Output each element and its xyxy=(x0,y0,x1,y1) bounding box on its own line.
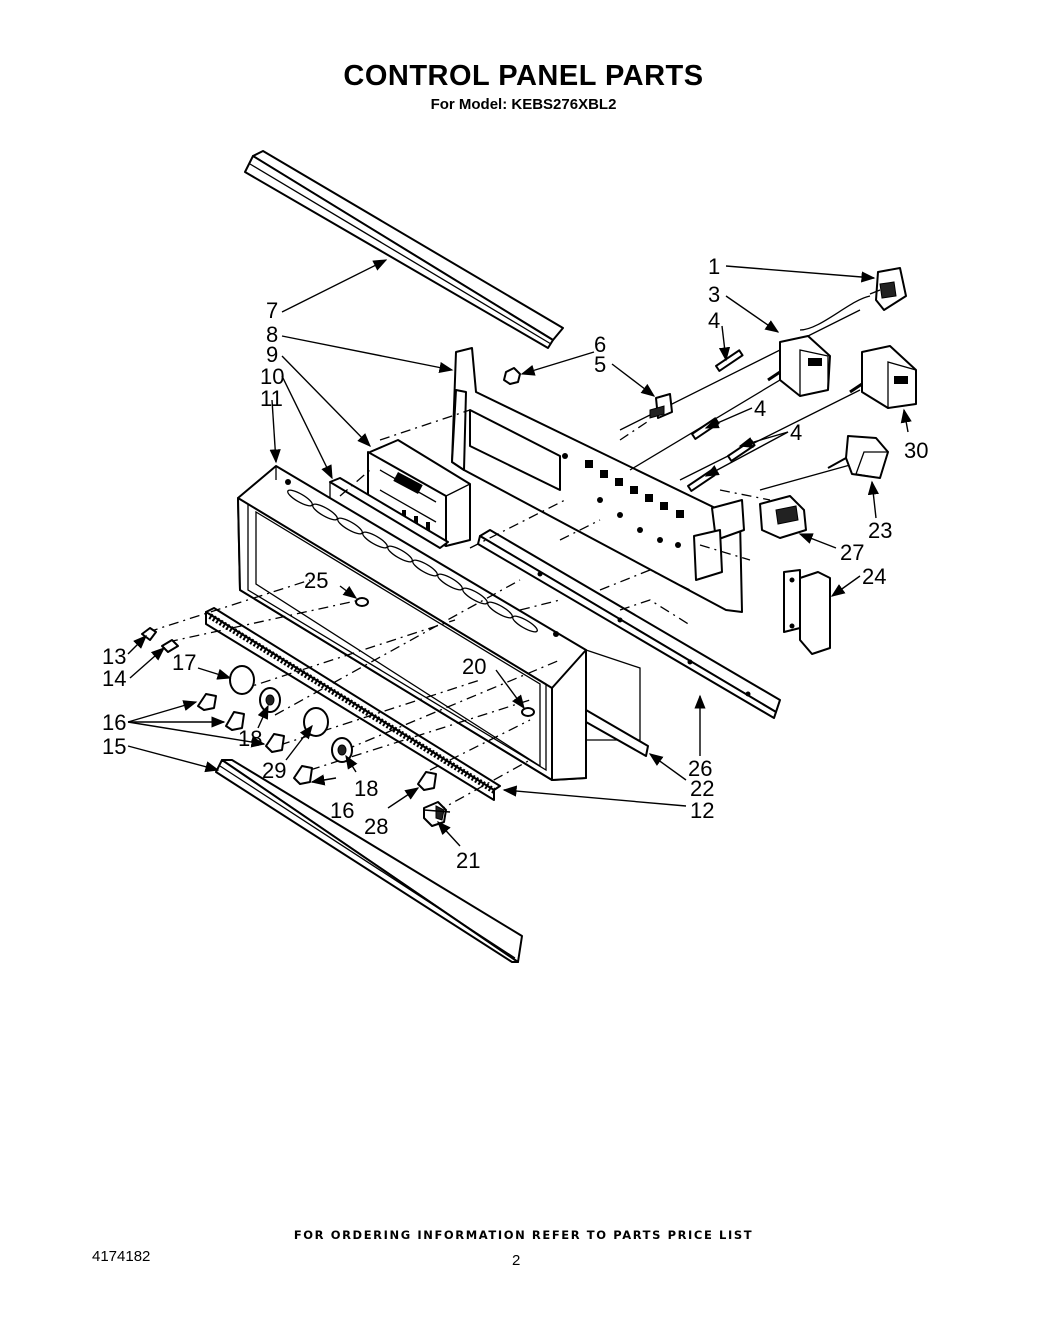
callout-17: 17 xyxy=(172,650,196,675)
leader-lines xyxy=(127,259,912,847)
callout-6: 6 xyxy=(594,332,606,357)
part-30-infinite-switch xyxy=(849,345,917,409)
callout-25: 25 xyxy=(304,568,328,593)
callout-1: 1 xyxy=(708,254,720,279)
callout-9: 9 xyxy=(266,342,278,367)
page-number: 2 xyxy=(512,1252,521,1269)
callout-14: 14 xyxy=(102,666,126,691)
callout-29: 29 xyxy=(262,758,286,783)
part-17-knob-skirt xyxy=(229,665,255,695)
callout-16: 16 xyxy=(330,798,354,823)
callout-7: 7 xyxy=(266,298,278,323)
callout-13: 13 xyxy=(102,644,126,669)
part-28-knob xyxy=(417,771,437,791)
callout-18: 18 xyxy=(238,726,262,751)
callout-12: 12 xyxy=(690,798,714,823)
part-6-nut xyxy=(503,367,521,385)
part-21-end-cap xyxy=(423,801,447,827)
callout-20: 20 xyxy=(462,654,486,679)
callout-4: 4 xyxy=(754,396,766,421)
wiring xyxy=(619,295,871,491)
callout-22: 22 xyxy=(690,776,714,801)
part-27-switch-bracket xyxy=(759,495,807,539)
callout-28: 28 xyxy=(364,814,388,839)
part-23-switch xyxy=(827,435,889,479)
part-7-top-trim xyxy=(244,150,564,349)
part-12-grille xyxy=(205,607,501,801)
callout-26: 26 xyxy=(688,756,712,781)
part-22-lower-channel xyxy=(585,709,649,757)
callout-16: 16 xyxy=(102,710,126,735)
part-25-clip xyxy=(355,597,369,607)
callout-labels: 1 3 4 4 4 5 6 7 8 9 10 11 12 13 14 15 16… xyxy=(102,254,928,873)
callout-27: 27 xyxy=(840,540,864,565)
callout-18: 18 xyxy=(354,776,378,801)
callout-11: 11 xyxy=(260,386,283,411)
part-14-screw xyxy=(161,639,179,653)
part-24-side-bracket xyxy=(783,569,831,655)
callout-10: 10 xyxy=(260,364,284,389)
part-5-terminal-clip xyxy=(649,393,673,419)
callout-3: 3 xyxy=(708,282,720,307)
callout-23: 23 xyxy=(868,518,892,543)
part-15-bottom-trim xyxy=(215,759,523,963)
callout-30: 30 xyxy=(904,438,928,463)
callout-15: 15 xyxy=(102,734,126,759)
ordering-note: FOR ORDERING INFORMATION REFER TO PARTS … xyxy=(293,1228,754,1242)
callout-21: 21 xyxy=(456,848,480,873)
part-13-screw xyxy=(141,627,157,641)
model-subtitle: For Model: KEBS276XBL2 xyxy=(430,96,617,113)
callout-4: 4 xyxy=(790,420,802,445)
part-26-lower-bracket xyxy=(477,529,781,719)
callout-24: 24 xyxy=(862,564,886,589)
document-number: 4174182 xyxy=(92,1248,151,1265)
callout-4: 4 xyxy=(708,308,720,333)
part-1-switch xyxy=(869,267,907,311)
callout-5: 5 xyxy=(594,352,606,377)
part-3-infinite-switch xyxy=(767,335,831,397)
callout-8: 8 xyxy=(266,322,278,347)
part-8-mounting-bracket xyxy=(451,347,745,613)
page-title: CONTROL PANEL PARTS xyxy=(343,60,704,92)
part-20-clip xyxy=(521,707,535,717)
